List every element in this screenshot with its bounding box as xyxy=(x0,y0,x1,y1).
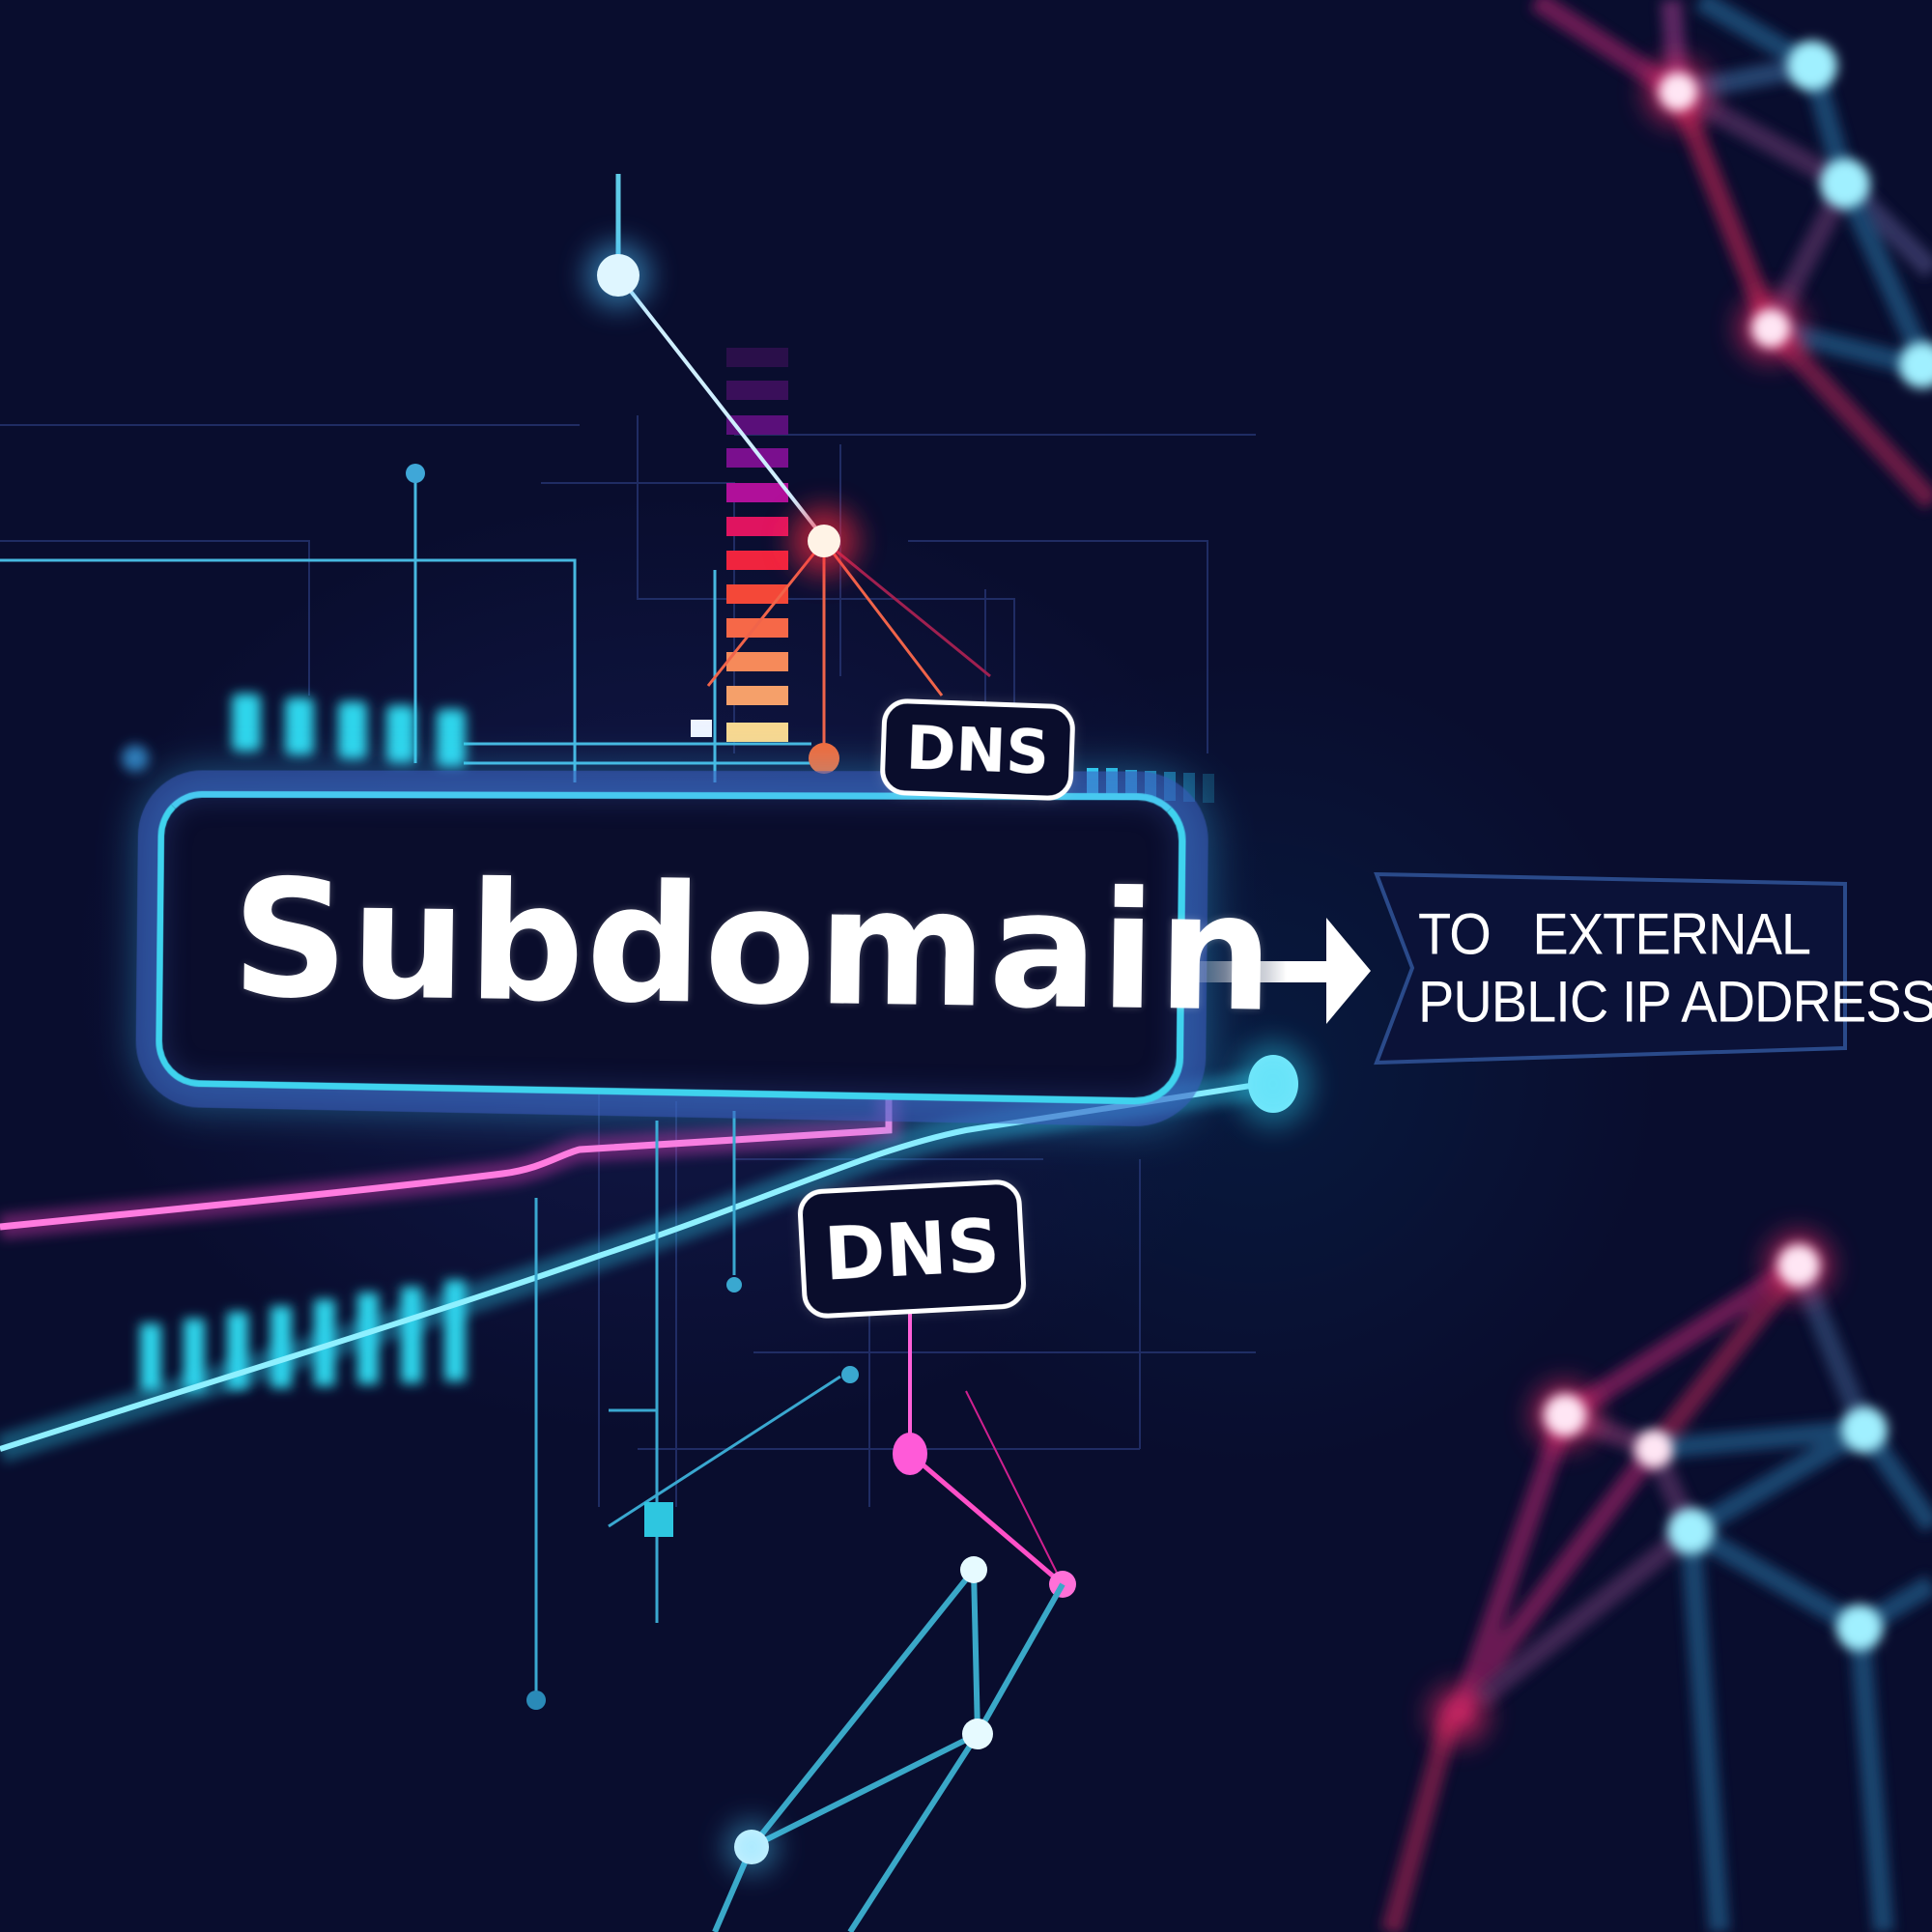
blurred-network-top xyxy=(1530,0,1932,510)
destination-banner-outline xyxy=(1374,871,1847,1065)
dns-tag-lower: DNS xyxy=(796,1179,1028,1320)
cyan-network xyxy=(712,1568,1065,1932)
blurred-nodes-bottom xyxy=(1430,1233,1888,1744)
network-node xyxy=(962,1719,993,1749)
orange-node xyxy=(809,743,839,774)
arrow-head-icon xyxy=(1326,918,1371,1024)
subdomain-title: Subdomain xyxy=(230,843,1277,1048)
destination-line-1: TO EXTERNAL xyxy=(1418,900,1811,967)
red-node xyxy=(808,525,840,557)
destination-line-2: PUBLIC IP ADDRESS xyxy=(1418,968,1932,1035)
blurred-nodes-top xyxy=(1645,41,1932,388)
cyan-node xyxy=(597,254,639,297)
dns-tag-upper-label: DNS xyxy=(904,711,1051,788)
dns-tag-lower-label: DNS xyxy=(822,1201,1002,1297)
network-node xyxy=(960,1556,987,1583)
dns-tag-upper: DNS xyxy=(879,697,1076,802)
magenta-node xyxy=(893,1433,927,1475)
cyan-bars-upper xyxy=(232,694,466,767)
right-arrow-icon xyxy=(1179,961,1333,982)
circuit-node xyxy=(406,464,425,483)
circuit-grid xyxy=(0,415,1256,1507)
lower-circuit xyxy=(534,1111,841,1700)
heat-bars xyxy=(691,348,788,742)
blurred-network-bottom xyxy=(1380,1256,1932,1932)
cyan-bars-right xyxy=(1087,768,1214,803)
